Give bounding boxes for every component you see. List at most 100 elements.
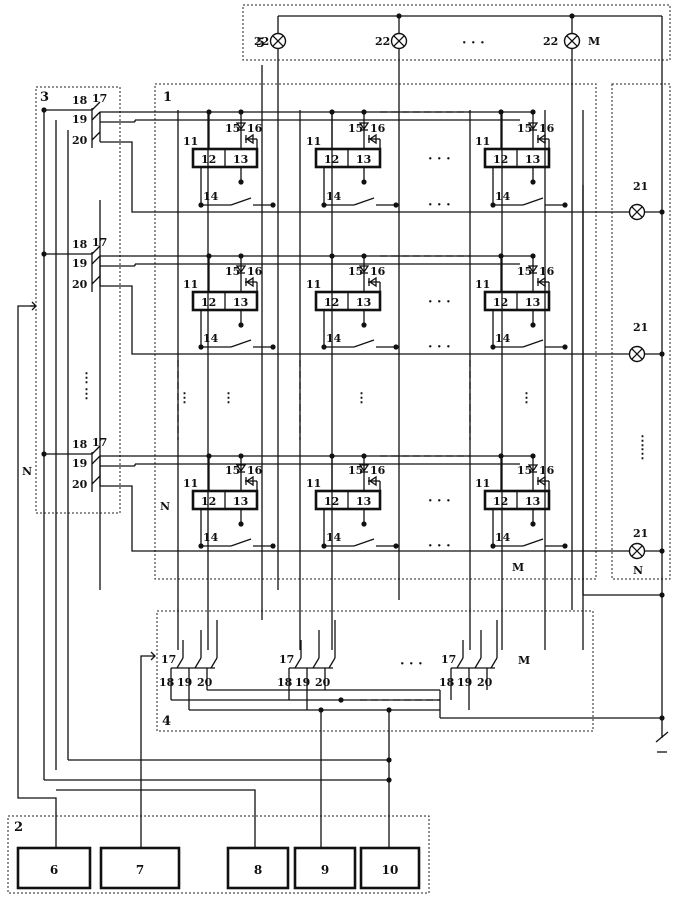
switch-label-19: 19 — [72, 257, 87, 270]
junction-dot — [361, 179, 366, 184]
relay-label-13: 13 — [525, 296, 540, 309]
switch-blade — [92, 276, 100, 284]
switch-label-14: 14 — [326, 190, 342, 203]
block-1-label: 1 — [163, 90, 172, 105]
junction-dot — [206, 109, 211, 114]
switch-label-19: 19 — [457, 676, 472, 689]
switch-14-blade — [523, 539, 543, 546]
relay-label-11: 11 — [183, 278, 198, 291]
switch-label-20: 20 — [315, 676, 331, 689]
lamp-label: 22 — [254, 35, 269, 48]
relay-label-11: 11 — [475, 477, 490, 490]
switch-label-14: 14 — [203, 531, 219, 544]
switch-blade — [457, 658, 463, 668]
junction-dot — [562, 543, 567, 548]
switch-14-blade — [354, 340, 374, 347]
junction-dot — [569, 13, 574, 18]
ellipsis: · · · — [428, 539, 451, 554]
junction-dot — [361, 322, 366, 327]
switch-label-17: 17 — [161, 653, 176, 666]
junction-dot — [270, 344, 275, 349]
diode-label-16: 16 — [247, 464, 263, 477]
junction-dot — [338, 697, 343, 702]
switch-label-14: 14 — [495, 190, 511, 203]
lamp-label: 22 — [543, 35, 558, 48]
relay-label-13: 13 — [356, 495, 371, 508]
junction-dot — [361, 521, 366, 526]
switch-label-19: 19 — [72, 113, 87, 126]
switch-blade — [92, 256, 100, 264]
junction-dot — [238, 453, 243, 458]
switch-blade — [211, 658, 217, 668]
relay-label-11: 11 — [306, 135, 321, 148]
vdots: ⋮ — [355, 391, 368, 406]
relay-label-11: 11 — [475, 135, 490, 148]
switch-blade — [313, 658, 319, 668]
switch-14-blade — [354, 539, 374, 546]
switch-14-blade — [523, 340, 543, 347]
junction-dot — [562, 344, 567, 349]
junction-dot — [361, 109, 366, 114]
diode-label-15: 15 — [517, 122, 532, 135]
diode-label-16: 16 — [539, 265, 555, 278]
block-5-frame — [243, 5, 670, 60]
marker-m: M — [518, 654, 530, 667]
junction-dot — [530, 453, 535, 458]
junction-dot — [361, 253, 366, 258]
diode-label-16: 16 — [539, 464, 555, 477]
diode-label-15: 15 — [225, 464, 240, 477]
marker-n: N — [22, 465, 32, 478]
marker-n: N — [160, 500, 170, 513]
ellipsis: · · · — [428, 152, 451, 167]
block-10-label: 10 — [382, 863, 399, 877]
relay-label-13: 13 — [233, 153, 248, 166]
junction-dot — [270, 543, 275, 548]
diode-label-16: 16 — [539, 122, 555, 135]
ellipsis: · · · — [462, 36, 485, 51]
junction-dot — [270, 202, 275, 207]
junction-dot — [198, 202, 203, 207]
relay-label-13: 13 — [356, 296, 371, 309]
switch-label-18: 18 — [72, 238, 88, 251]
switch-label-20: 20 — [197, 676, 213, 689]
switch-label-14: 14 — [326, 332, 342, 345]
switch-label-19: 19 — [295, 676, 310, 689]
junction-dot — [498, 109, 503, 114]
junction-dot — [530, 109, 535, 114]
switch-label-18: 18 — [159, 676, 175, 689]
diode-label-15: 15 — [517, 464, 532, 477]
marker-m: M — [512, 561, 524, 574]
switch-label-17: 17 — [441, 653, 456, 666]
junction-dot — [530, 179, 535, 184]
junction-dot — [321, 344, 326, 349]
diode-label-15: 15 — [225, 265, 240, 278]
vdots: ⋮ — [520, 391, 533, 406]
relay-label-12: 12 — [201, 153, 216, 166]
junction-dot — [238, 521, 243, 526]
relay-label-13: 13 — [356, 153, 371, 166]
relay-label-12: 12 — [493, 495, 508, 508]
junction-dot — [562, 202, 567, 207]
diode-label-16: 16 — [247, 122, 263, 135]
junction-dot — [238, 322, 243, 327]
switch-14-blade — [231, 539, 251, 546]
junction-dot — [198, 543, 203, 548]
switch-blade — [195, 658, 201, 668]
block-4-label: 4 — [162, 714, 171, 729]
switch-blade — [92, 112, 100, 120]
switch-label-20: 20 — [72, 134, 88, 147]
switch-blade — [329, 658, 335, 668]
relay-label-11: 11 — [306, 477, 321, 490]
switch-label-14: 14 — [203, 190, 219, 203]
junction-dot — [321, 202, 326, 207]
ellipsis: · · · — [428, 295, 451, 310]
switch-14-blade — [354, 198, 374, 205]
switch-label-14: 14 — [326, 531, 342, 544]
switch-blade — [92, 456, 100, 464]
switch-label-20: 20 — [72, 478, 88, 491]
relay-label-13: 13 — [233, 296, 248, 309]
diode-label-16: 16 — [247, 265, 263, 278]
switch-blade — [295, 658, 301, 668]
relay-label-11: 11 — [306, 278, 321, 291]
junction-dot — [490, 344, 495, 349]
